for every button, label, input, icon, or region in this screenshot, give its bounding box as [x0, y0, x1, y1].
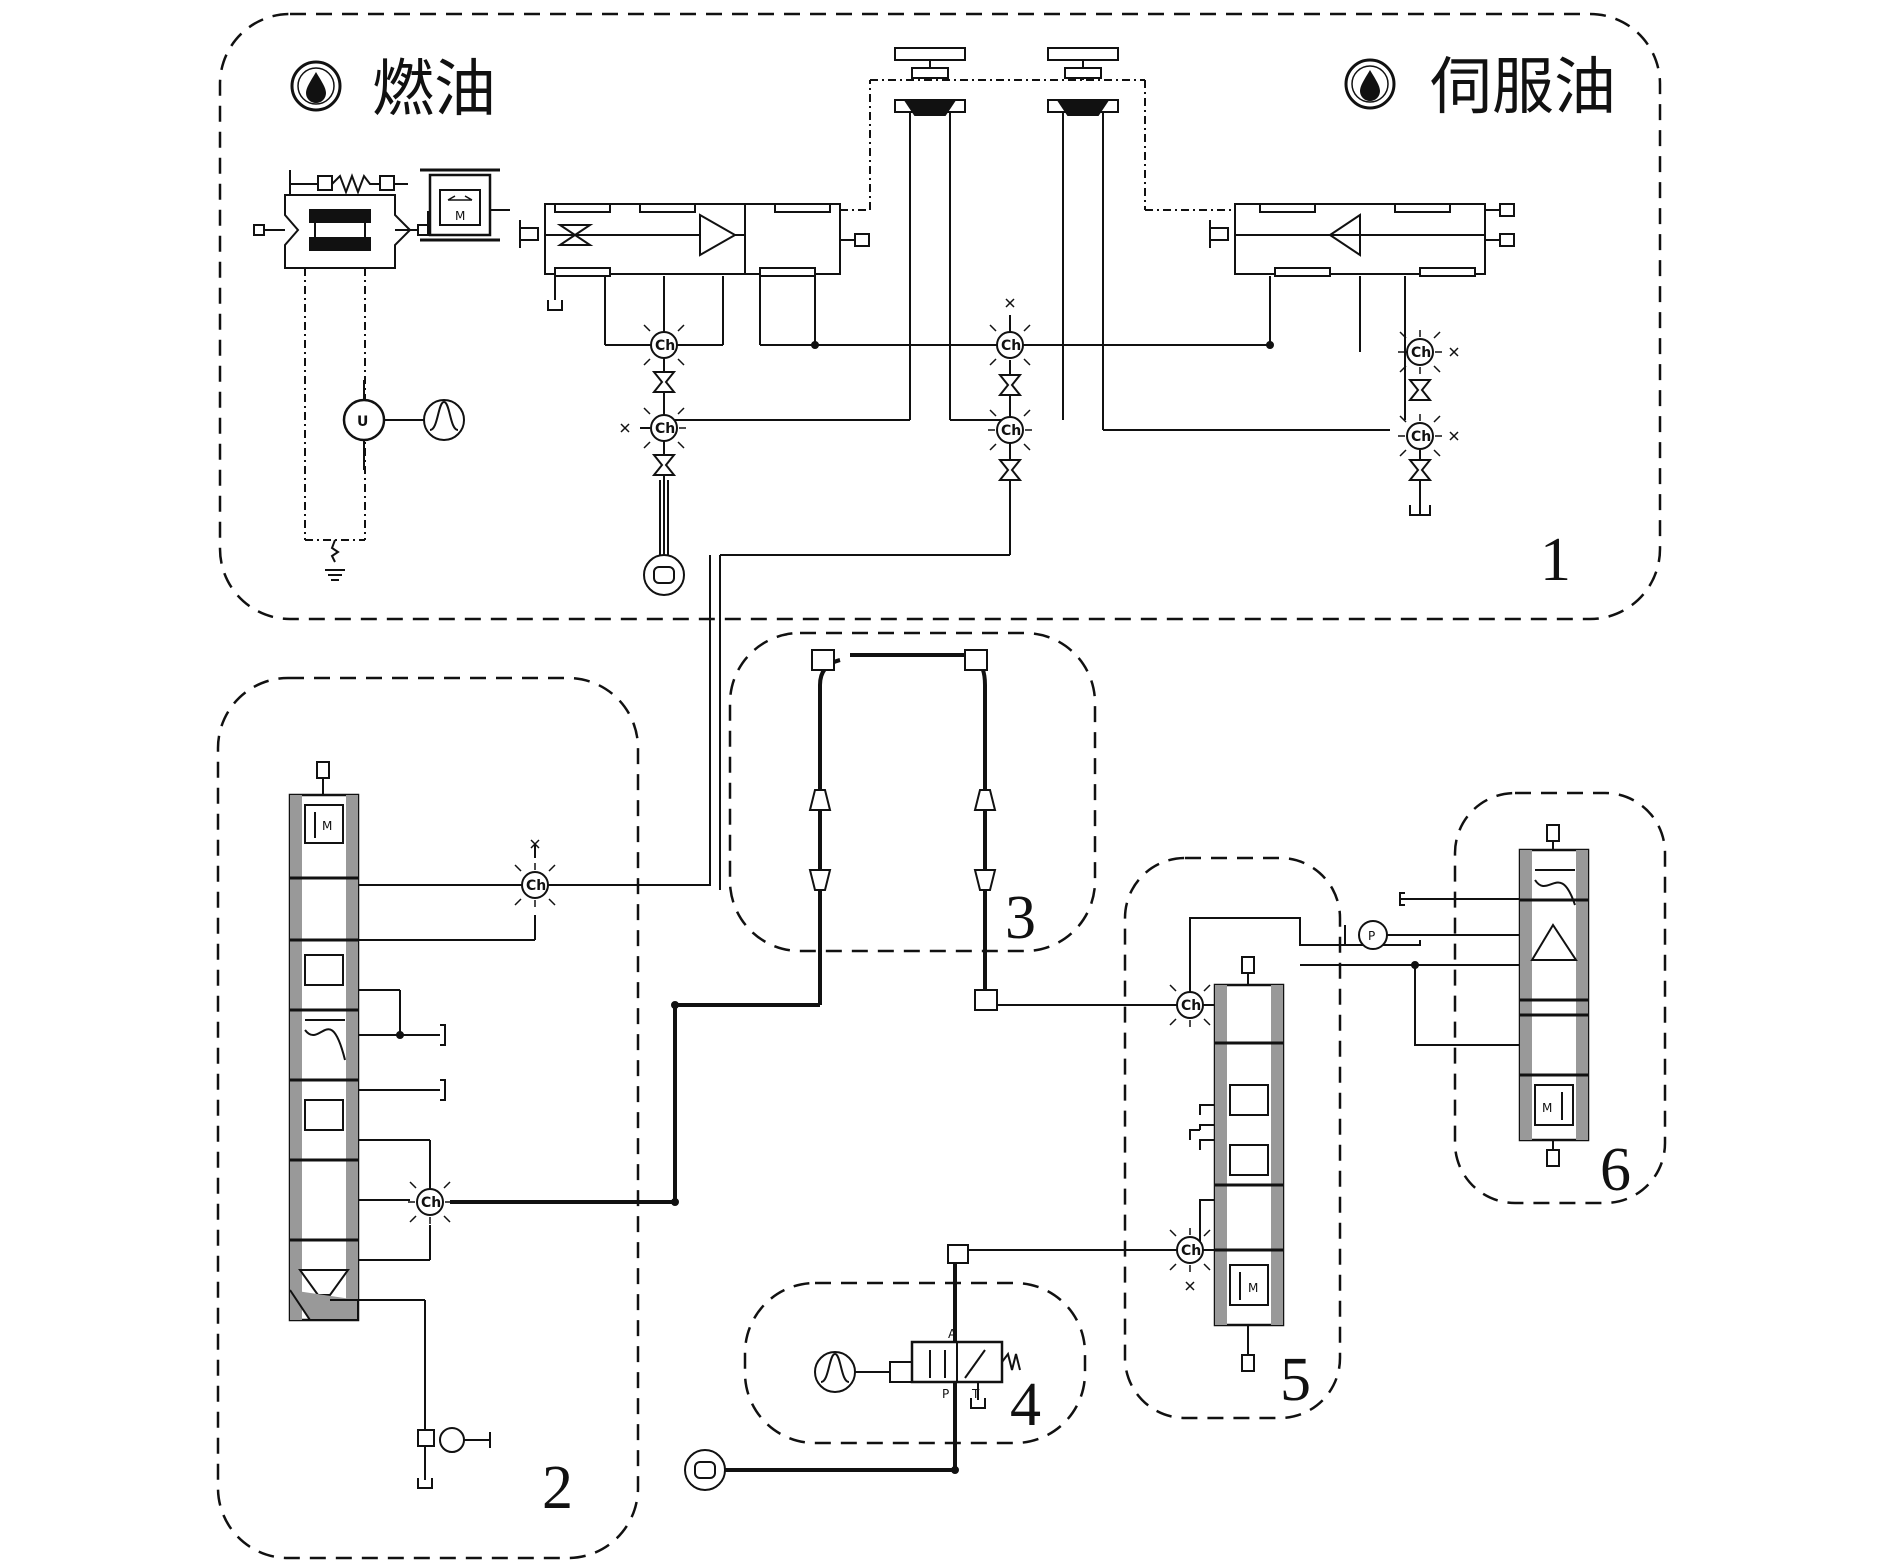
- port-a: A: [948, 1327, 957, 1341]
- chamber-node: Ch: [987, 407, 1033, 453]
- chamber-label: Ch: [1411, 429, 1431, 445]
- chamber-node: Ch: [641, 322, 687, 368]
- region-4-components: A P T: [684, 1244, 1180, 1491]
- servo-valve-right: [1144, 80, 1515, 420]
- chamber-label: Ch: [1001, 338, 1021, 354]
- chamber-node: Ch: [1397, 329, 1443, 375]
- region-2-components: M: [288, 555, 820, 1489]
- port-t: T: [971, 1387, 980, 1401]
- right-column: [1103, 351, 1431, 516]
- pressure-label: P: [1368, 929, 1375, 943]
- chamber-label: Ch: [1001, 423, 1021, 439]
- mass-label-r6: M: [1542, 1101, 1552, 1115]
- servo-oil-label: 伺服油: [1430, 50, 1616, 123]
- chamber-node: Ch: [641, 405, 687, 451]
- region-number-2: 2: [542, 1454, 573, 1522]
- chamber-label: Ch: [655, 338, 675, 354]
- region-boundaries: [216, 12, 1667, 1560]
- mass-label-r5: M: [1248, 1281, 1258, 1295]
- chamber-nodes-r1: Ch Ch Ch Ch Ch Ch: [641, 322, 1443, 459]
- chamber-label: Ch: [526, 878, 546, 894]
- terminal-x-markers: [530, 298, 1459, 1291]
- fuel-supply-column: [640, 345, 910, 596]
- fuel-label-group: 燃油: [290, 52, 496, 125]
- chamber-nodes-r2: Ch Ch: [407, 862, 558, 1225]
- servo-oil-label-group: 伺服油: [1344, 50, 1616, 123]
- chamber-label: Ch: [1181, 1243, 1201, 1259]
- top-piston-left: [894, 47, 966, 420]
- voltage-label: U: [357, 414, 368, 430]
- chamber-node: Ch: [1167, 982, 1213, 1028]
- mass-label-r1: M: [455, 209, 465, 223]
- region-4-boundary: [743, 1281, 1087, 1445]
- region-number-3: 3: [1005, 884, 1036, 952]
- region-number-5: 5: [1280, 1346, 1311, 1414]
- chamber-node: Ch: [1397, 413, 1443, 459]
- chamber-node: Ch: [407, 1179, 453, 1225]
- region-2-boundary: [216, 676, 640, 1560]
- chamber-label: Ch: [655, 421, 675, 437]
- servo-oil-drop-icon: [1344, 58, 1396, 110]
- fuel-drop-icon: [290, 60, 342, 112]
- fuel-servo-valve-left: [519, 79, 1270, 349]
- region-3-boundary: [728, 631, 1097, 953]
- chamber-node: Ch: [1167, 1227, 1213, 1273]
- chamber-node: Ch: [987, 322, 1033, 368]
- region-number-6: 6: [1600, 1136, 1631, 1204]
- chamber-label: Ch: [1411, 345, 1431, 361]
- region-5-components: M: [1180, 917, 1421, 1372]
- chamber-node: Ch: [512, 862, 558, 908]
- port-p: P: [942, 1387, 949, 1401]
- top-piston-right: [1047, 47, 1119, 430]
- region-numbers: 1 2 3 4 5 6: [542, 526, 1631, 1522]
- region-5-boundary: [1123, 856, 1342, 1420]
- fuel-label: 燃油: [372, 52, 496, 125]
- region-number-4: 4: [1010, 1371, 1041, 1439]
- region-1-components: M U: [253, 47, 1515, 890]
- region-1-boundary: [218, 12, 1662, 621]
- mass-label-r2: M: [322, 819, 332, 833]
- chamber-label: Ch: [421, 1195, 441, 1211]
- chamber-label: Ch: [1181, 998, 1201, 1014]
- region-6-boundary: [1453, 791, 1667, 1205]
- voltage-source: U: [342, 380, 465, 470]
- chamber-nodes-r5: Ch Ch: [1167, 982, 1213, 1273]
- region-3-components: [808, 649, 1180, 1011]
- region-6-components: M P: [1300, 824, 1590, 1167]
- region-number-1: 1: [1540, 526, 1571, 594]
- center-column: [719, 315, 1011, 890]
- torque-motor: M: [253, 168, 510, 581]
